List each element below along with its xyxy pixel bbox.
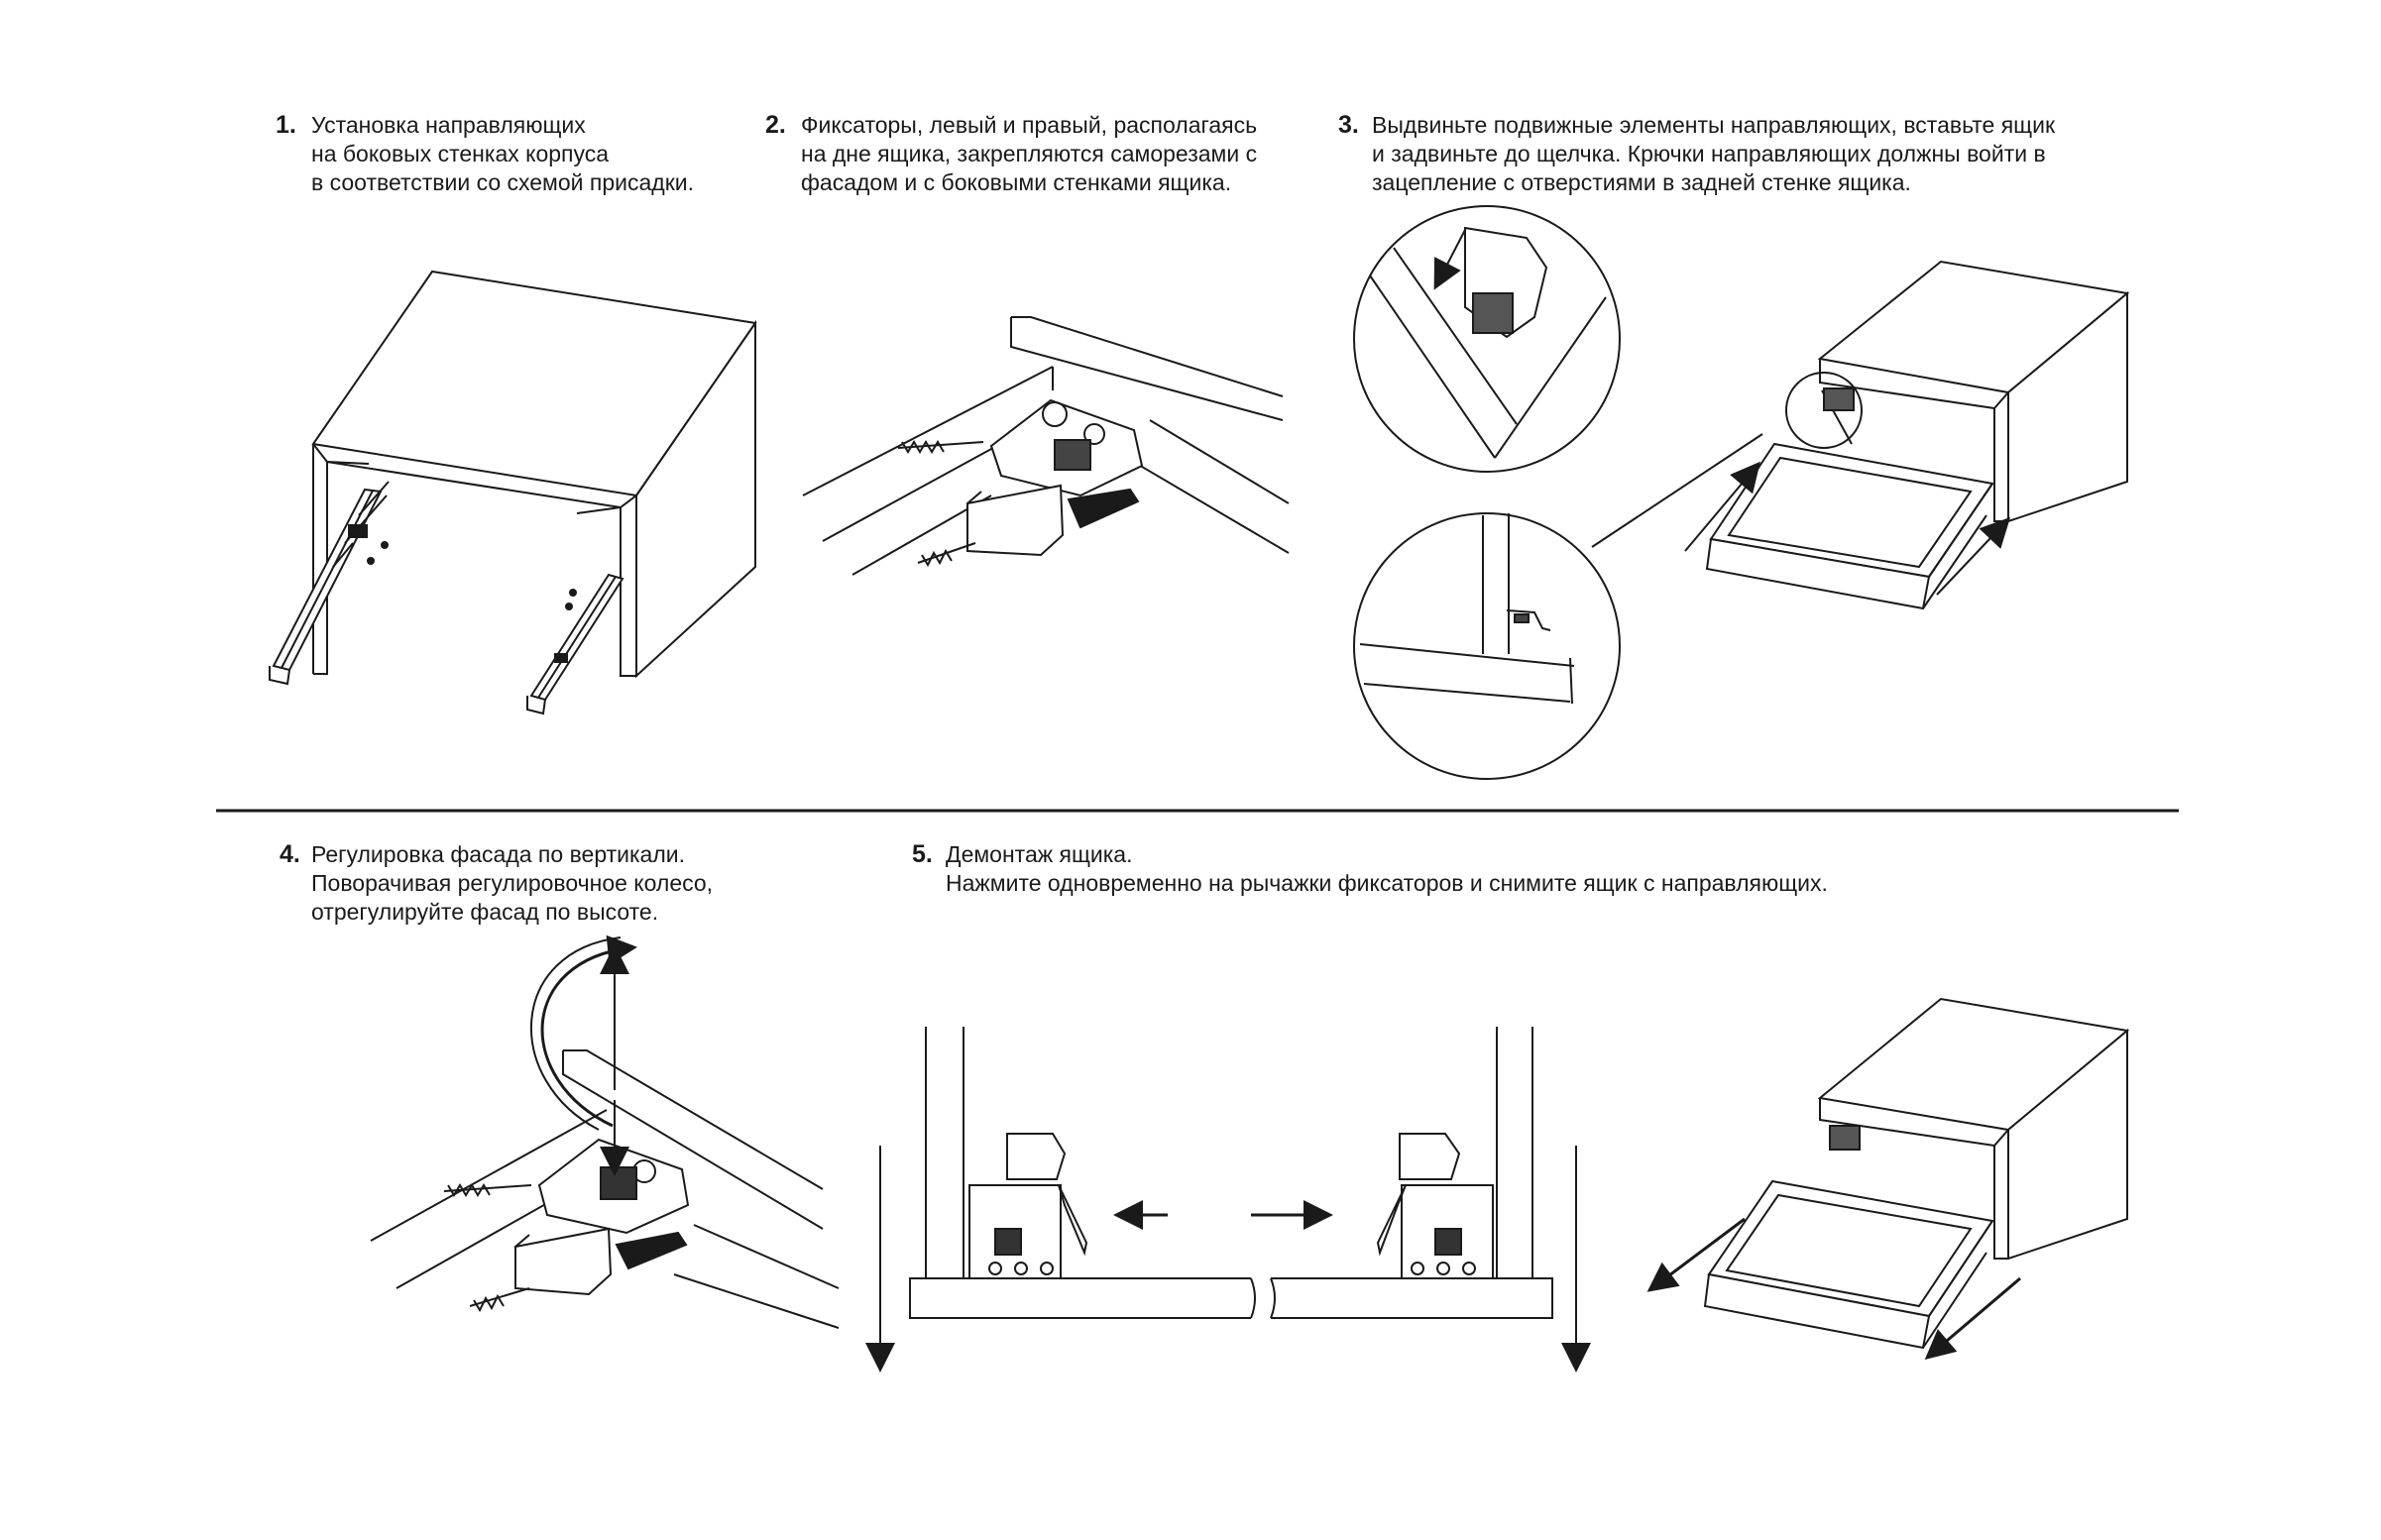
push-arrow-left bbox=[1685, 461, 1760, 551]
pull-arrow-left bbox=[1646, 1219, 1745, 1292]
screw-upper bbox=[898, 442, 983, 452]
step-1-line-3: в соответствии со схемой присадки. bbox=[311, 169, 695, 195]
detail-circle-bottom bbox=[1354, 513, 1620, 779]
step-4-line-2: Поворачивая регулировочное колесо, bbox=[311, 870, 714, 896]
step-1-number: 1. bbox=[276, 111, 296, 139]
push-arrow-right bbox=[1937, 516, 2011, 595]
step-2-line-3: фасадом и с боковыми стенками ящика. bbox=[801, 169, 1232, 195]
screws bbox=[367, 541, 577, 610]
step-5-line-1: Демонтаж ящика. bbox=[946, 841, 1133, 867]
left-clip-front bbox=[969, 1134, 1086, 1278]
step-2-illustration bbox=[803, 317, 1289, 575]
right-slide-rail bbox=[527, 575, 623, 714]
step-1-line-2: на боковых стенках корпуса bbox=[311, 141, 610, 166]
step-5-number: 5. bbox=[912, 840, 933, 868]
step-3-line-3: зацепление с отверстиями в задней стенке… bbox=[1372, 169, 1911, 195]
step-5-cabinet bbox=[1646, 999, 2127, 1360]
step-3-line-2: и задвиньте до щелчка. Крючки направляющ… bbox=[1372, 141, 2046, 166]
right-clip-front bbox=[1378, 1134, 1493, 1278]
cabinet-body bbox=[313, 272, 755, 676]
locking-clip bbox=[967, 400, 1142, 555]
rotation-arrow bbox=[542, 935, 637, 1126]
step-4-illustration bbox=[371, 935, 839, 1328]
step-5-front-view bbox=[865, 1027, 1591, 1373]
locking-clip-adjust bbox=[515, 1140, 688, 1294]
pull-arrow-right bbox=[1924, 1278, 2020, 1360]
step-5-line-2: Нажмите одновременно на рычажки фиксатор… bbox=[946, 870, 1828, 896]
detail-circle-top bbox=[1354, 206, 1620, 472]
step-4-number: 4. bbox=[280, 840, 300, 868]
step-3-number: 3. bbox=[1338, 111, 1359, 139]
step-3-line-1: Выдвиньте подвижные элементы направляющи… bbox=[1372, 112, 2056, 138]
step-1-line-1: Установка направляющих bbox=[311, 112, 586, 138]
step-2-line-1: Фиксаторы, левый и правый, располагаясь bbox=[801, 112, 1258, 138]
step-4-line-3: отрегулируйте фасад по высоте. bbox=[311, 899, 659, 925]
step-1-illustration bbox=[270, 272, 755, 714]
left-slide-rail bbox=[270, 482, 389, 684]
step-2-number: 2. bbox=[765, 111, 786, 139]
screw-adjust-lower bbox=[470, 1288, 529, 1310]
screw-lower bbox=[918, 543, 975, 565]
cabinet-with-drawer bbox=[1592, 262, 2127, 608]
step-3-illustration bbox=[1354, 206, 2127, 779]
step-4-line-1: Регулировка фасада по вертикали. bbox=[311, 841, 686, 867]
screw-adjust-upper bbox=[444, 1185, 531, 1195]
step-2-line-2: на дне ящика, закрепляются саморезами с bbox=[801, 141, 1258, 166]
